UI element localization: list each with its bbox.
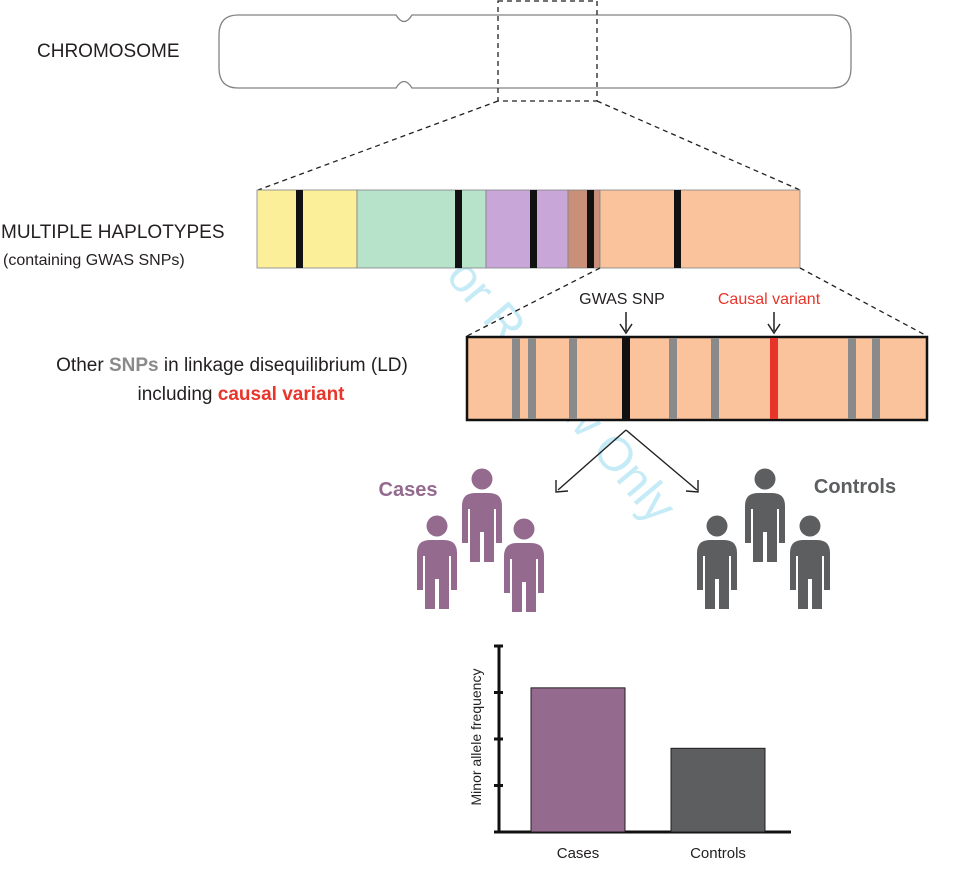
allele-frequency-chart: Cases Controls — [494, 644, 791, 862]
causal-variant-line — [770, 338, 778, 419]
zoom-line-right-1 — [596, 100, 801, 191]
ld-label-snps: SNPs — [109, 355, 159, 376]
ld-label-causal: causal variant — [218, 384, 345, 405]
chart-y-axis-label: Minor allele frequency — [468, 669, 484, 806]
zoom-line-left-2 — [466, 267, 601, 337]
gwas-snp-label: GWAS SNP — [579, 291, 665, 308]
gwas-snp-marker — [455, 190, 462, 268]
ld-snp-marker — [569, 338, 577, 419]
gwas-snp-marker — [530, 190, 537, 268]
arrow-to-controls — [625, 429, 699, 493]
zoom-line-left-1 — [257, 100, 499, 191]
case-person-icon — [462, 468, 502, 562]
ld-label-suffix: in linkage disequilibrium (LD) — [159, 355, 408, 376]
people-figures — [417, 468, 830, 612]
ld-region-bar — [465, 335, 929, 422]
ld-label-line2: including causal variant — [137, 384, 345, 405]
ld-snp-marker — [528, 338, 536, 419]
gwas-snp-marker — [587, 190, 594, 268]
control-person-icon — [745, 468, 785, 562]
haplotype-segment-green — [356, 189, 487, 269]
ld-snp-marker — [711, 338, 719, 419]
chromosome-shape — [218, 14, 852, 89]
arrow-to-cases — [555, 429, 627, 493]
case-person-icon — [504, 518, 544, 612]
zoom-line-right-2 — [799, 267, 928, 337]
chromosome-label: CHROMOSOME — [37, 41, 180, 62]
ld-label-prefix: Other — [56, 355, 109, 376]
ld-label-line1: Other SNPs in linkage disequilibrium (LD… — [56, 355, 408, 376]
chart-bar-controls — [670, 747, 766, 833]
controls-label: Controls — [814, 476, 896, 498]
gwas-snp-pointer-arrow — [619, 312, 633, 335]
ld-snp-marker — [512, 338, 520, 419]
haplotype-segment-brown — [567, 189, 601, 269]
haplotypes-label-line1: MULTIPLE HAPLOTYPES — [1, 222, 225, 243]
cases-label: Cases — [379, 479, 438, 501]
haplotype-segment-orange — [599, 189, 801, 269]
chart-x-tick-label: Cases — [557, 845, 600, 862]
control-person-icon — [790, 515, 830, 609]
ld-snp-marker — [848, 338, 856, 419]
ld-label-including: including — [137, 384, 217, 405]
gwas-snp-line — [622, 338, 630, 419]
ld-snp-marker — [872, 338, 880, 419]
chart-bar-cases — [530, 687, 626, 833]
case-person-icon — [417, 515, 457, 609]
gwas-snp-marker — [296, 190, 303, 268]
control-person-icon — [697, 515, 737, 609]
haplotypes-label-line2: (containing GWAS SNPs) — [3, 252, 185, 269]
chart-x-tick-label: Controls — [690, 845, 746, 862]
causal-variant-pointer-arrow — [767, 312, 781, 335]
chromosome-zoom-box — [497, 0, 598, 102]
haplotype-bar — [256, 189, 801, 269]
haplotype-segment-yellow — [256, 189, 358, 269]
haplotype-segment-purple — [485, 189, 569, 269]
ld-snp-marker — [669, 338, 677, 419]
causal-variant-label: Causal variant — [718, 291, 821, 308]
gwas-snp-marker — [674, 190, 681, 268]
